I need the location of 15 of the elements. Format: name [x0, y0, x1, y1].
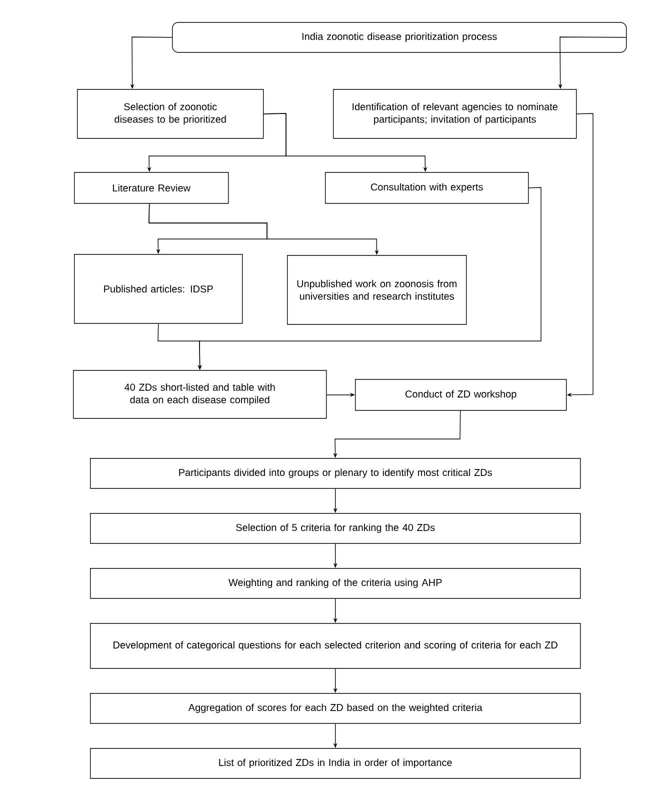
process-box: Unpublished work on zoonosis from universities and research institutes — [287, 255, 467, 325]
process-box: Published articles: IDSP — [74, 254, 243, 324]
process-box: Identification of relevant agencies to nominate participants; invitation of participants — [333, 89, 577, 139]
title-box: India zoonotic disease prioritization process — [172, 22, 627, 53]
process-box: Weighting and ranking of the criteria using AHP — [90, 568, 581, 599]
process-box: Conduct of ZD workshop — [355, 379, 567, 411]
process-box: Aggregation of scores for each ZD based on the weighted criteria — [90, 693, 581, 724]
process-box: Participants divided into groups or plenary to identify most critical ZDs — [90, 458, 581, 489]
process-box: Selection of zoonotic diseases to be prioritized — [77, 89, 264, 139]
process-box: Literature Review — [74, 172, 229, 204]
process-box: List of prioritized ZDs in India in order of importance — [90, 748, 581, 779]
process-box: Development of categorical questions for each selected criterion and scoring of criteria for each ZD — [90, 623, 581, 669]
process-box: Selection of 5 criteria for ranking the 40 ZDs — [90, 513, 581, 544]
process-box: Consultation with experts — [325, 172, 529, 204]
process-box: 40 ZDs short-listed and table with data on each disease compiled — [73, 370, 327, 419]
